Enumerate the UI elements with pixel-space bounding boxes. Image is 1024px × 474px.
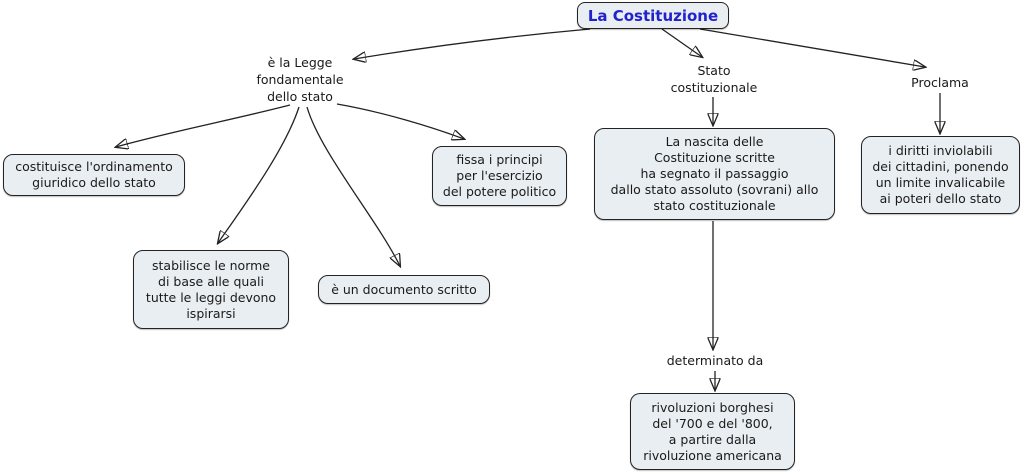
node-documento-scritto[interactable]: è un documento scritto [318,275,490,304]
edge-legge-to-principi [336,103,464,139]
node-norme-di-base[interactable]: stabilisce le norme di base alle quali t… [133,250,289,329]
edge-legge-to-ordinamento [116,104,291,147]
edge-legge-to-norme [218,106,300,243]
label-determinato-da[interactable]: determinato da [666,353,764,368]
label-proclama[interactable]: Proclama [911,75,969,90]
edge-title-to-stato [661,28,702,57]
label-legge-fondamentale[interactable]: è la Legge fondamentale dello stato [256,55,344,104]
node-ordinamento-giuridico[interactable]: costituisce l'ordinamento giuridico dell… [3,154,185,196]
node-title[interactable]: La Costituzione [577,2,729,29]
node-principi-potere-politico[interactable]: fissa i principi per l'esercizio del pot… [432,146,567,206]
label-stato-costituzionale[interactable]: Stato costituzionale [670,63,758,95]
edge-title-to-legge [354,28,591,59]
node-nascita-costituzione[interactable]: La nascita delle Costituzione scritte ha… [594,128,835,220]
edge-legge-to-documento [306,106,400,266]
edge-title-to-proclama [699,28,925,67]
node-rivoluzioni-borghesi[interactable]: rivoluzioni borghesi del '700 e del '800… [630,393,795,470]
node-diritti-inviolabili[interactable]: i diritti inviolabili dei cittadini, pon… [861,136,1020,214]
